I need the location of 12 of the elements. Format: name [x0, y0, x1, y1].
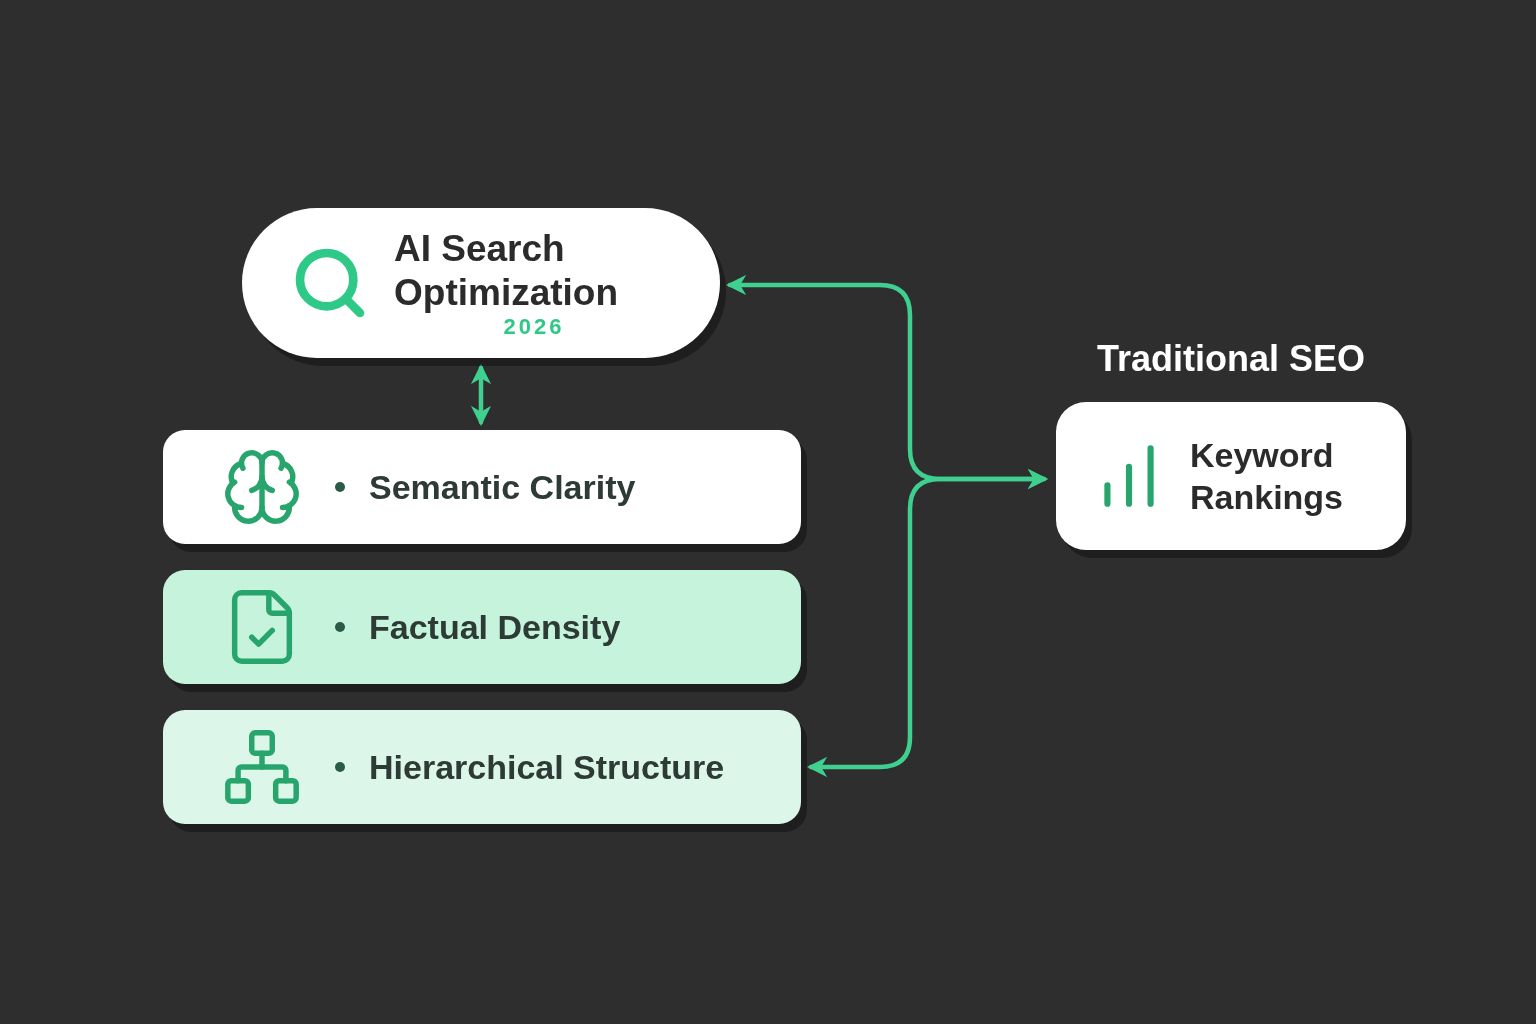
group-heading: Traditional SEO	[1095, 337, 1367, 381]
card-node	[163, 430, 801, 544]
node-title: AI Search Optimization	[394, 227, 620, 315]
card-node	[163, 710, 801, 824]
item-label: Semantic Clarity	[369, 466, 636, 508]
connector-arrow	[806, 468, 1049, 778]
node-label: Keyword Rankings	[1190, 435, 1345, 518]
year-label: 2026	[503, 315, 565, 339]
item-label: Factual Density	[369, 606, 621, 648]
card-node	[163, 570, 801, 684]
connector-arrow	[470, 363, 492, 427]
item-label: Hierarchical Structure	[369, 746, 725, 788]
